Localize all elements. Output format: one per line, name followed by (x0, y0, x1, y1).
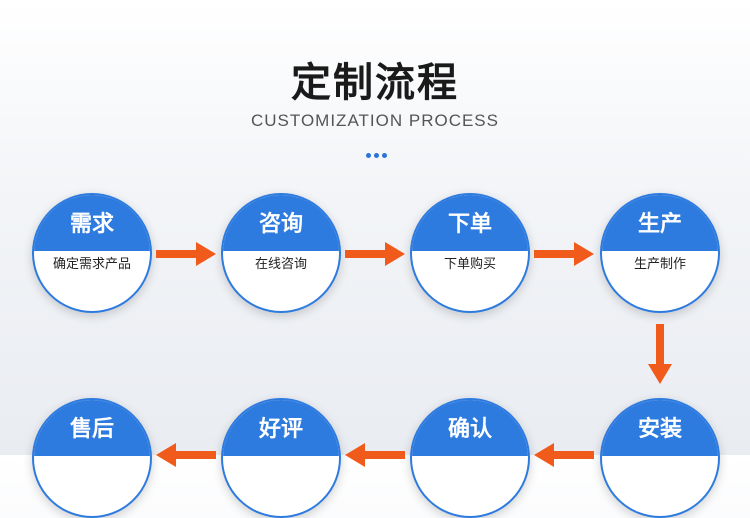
step-desc: 生产制作 (633, 257, 686, 272)
step-title: 下单 (412, 195, 528, 251)
step-review: 好评 (221, 398, 341, 518)
page-title: 定制流程 (291, 60, 459, 106)
step-desc (412, 456, 528, 516)
arrow-right-icon (534, 242, 594, 266)
arrow-right-icon (345, 242, 405, 266)
step-desc (223, 456, 339, 516)
step-desc: 下单购买 (443, 257, 496, 272)
step-title: 好评 (223, 400, 339, 456)
step-title: 确认 (412, 400, 528, 456)
step-production: 生产 生产制作 (600, 193, 720, 313)
step-desc (34, 456, 150, 516)
step-desc (602, 456, 718, 516)
arrow-right-icon (156, 242, 216, 266)
arrow-left-icon (156, 443, 216, 467)
step-aftersales: 售后 (32, 398, 152, 518)
step-consult: 咨询 在线咨询 (221, 193, 341, 313)
step-install: 安装 (600, 398, 720, 518)
step-requirement: 需求 确定需求产品 (32, 193, 152, 313)
arrow-down-icon (648, 324, 672, 384)
step-title: 咨询 (223, 195, 339, 251)
step-desc: 在线咨询 (254, 257, 307, 272)
step-title: 售后 (34, 400, 150, 456)
step-title: 生产 (602, 195, 718, 251)
page-subtitle: CUSTOMIZATION PROCESS (250, 111, 499, 130)
step-order: 下单 下单购买 (410, 193, 530, 313)
step-title: 安装 (602, 400, 718, 456)
step-desc: 确定需求产品 (52, 257, 131, 272)
arrow-left-icon (345, 443, 405, 467)
step-confirm: 确认 (410, 398, 530, 518)
step-title: 需求 (34, 195, 150, 251)
arrow-left-icon (534, 443, 594, 467)
title-divider-dots (366, 153, 388, 159)
